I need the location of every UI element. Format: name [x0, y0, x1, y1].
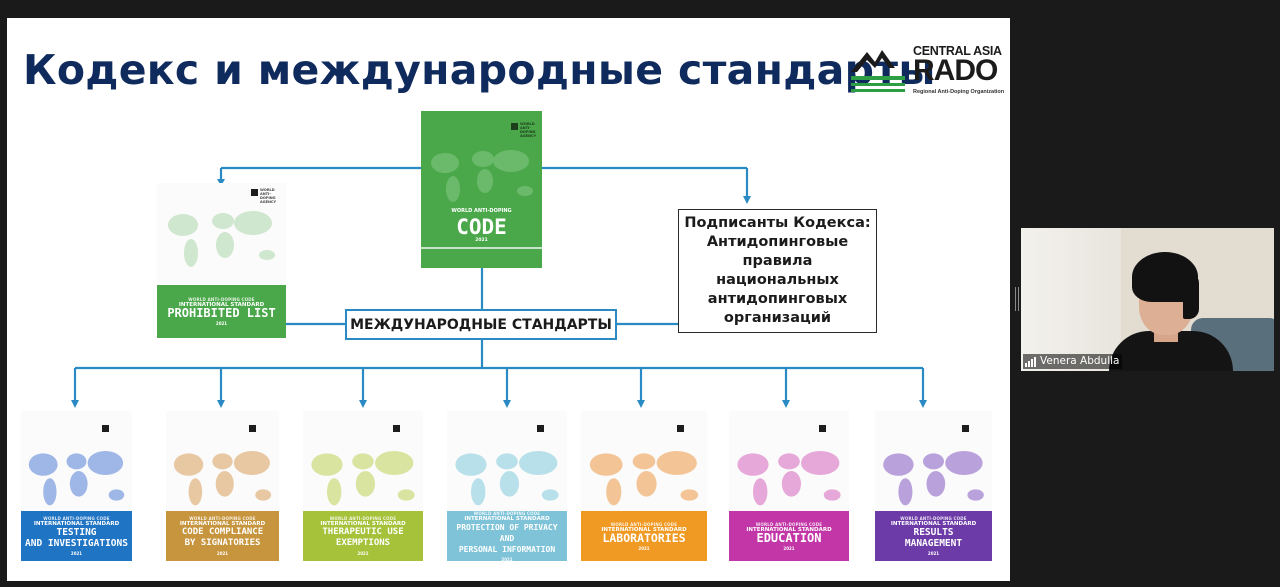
wada-logo-icon — [677, 425, 684, 432]
standard-kind: INTERNATIONAL STANDARD — [601, 526, 687, 533]
standard-kicker: WORLD ANTI-DOPING CODE — [43, 516, 110, 521]
wada-logo-icon — [393, 425, 400, 432]
standard-title-line: THERAPEUTIC USE — [322, 527, 404, 537]
standard-year: 2021 — [638, 545, 650, 551]
prohibited-kicker: WORLD ANTI-DOPING CODE — [188, 297, 255, 302]
international-standards-box: МЕЖДУНАРОДНЫЕ СТАНДАРТЫ — [345, 309, 617, 340]
world-map-icon — [28, 451, 125, 506]
world-map-icon — [311, 451, 415, 506]
standard-kicker: WORLD ANTI-DOPING CODE — [755, 521, 823, 527]
signatories-box: Подписанты Кодекса: Антидопинговые прави… — [678, 209, 877, 333]
standard-title-line: TESTING — [56, 527, 97, 538]
video-background-window — [1021, 228, 1121, 371]
standard-year: 2021 — [783, 545, 795, 551]
participant-name: Venera Abdulla — [1040, 355, 1120, 367]
standard-title-line: RESULTS — [913, 527, 954, 538]
world-map-icon — [173, 451, 272, 506]
logo-top-text: CENTRAL ASIA — [913, 44, 1002, 58]
world-map-icon — [589, 451, 699, 506]
world-map-icon — [737, 451, 841, 506]
standard-title-line: PROTECTION OF PRIVACY AND — [456, 522, 558, 543]
code-title: CODE — [456, 215, 507, 239]
prohibited-year: 2021 — [215, 321, 228, 326]
participant-video-tile[interactable]: Venera Abdulla — [1021, 228, 1274, 371]
logo-main-text: RADO — [913, 54, 998, 87]
central-asia-rado-logo: CENTRAL ASIA RADO Regional Anti-Doping O… — [849, 44, 1004, 114]
standard-title-line: LABORATORIES — [602, 530, 686, 545]
standard-kicker: WORLD ANTI-DOPING CODE — [900, 516, 967, 521]
standard-title-line: AND INVESTIGATIONS — [25, 538, 128, 549]
participant-hair-side — [1183, 273, 1199, 319]
standard-kind: INTERNATIONAL STANDARD — [33, 521, 120, 527]
standard-title-line: CODE COMPLIANCE — [181, 527, 264, 537]
standard-kind: INTERNATIONAL STANDARD — [464, 515, 550, 522]
prohibited-list-band: WORLD ANTI-DOPING CODE INTERNATIONAL STA… — [157, 285, 286, 338]
standard-year: 2021 — [357, 551, 369, 556]
org-chart-connectors — [71, 166, 927, 408]
panel-resize-handle[interactable] — [1015, 287, 1019, 311]
wada-logo-icon — [511, 123, 518, 130]
participant-name-tag: Venera Abdulla — [1023, 354, 1123, 369]
standard-title-line: MANAGEMENT — [904, 538, 963, 549]
standard-year: 2021 — [927, 551, 940, 556]
standard-title-line: BY SIGNATORIES — [184, 538, 261, 548]
standard-kind: INTERNATIONAL STANDARD — [746, 526, 832, 533]
wada-logo-icon — [819, 425, 826, 432]
wada-logo-icon — [249, 425, 256, 432]
standard-kicker: WORLD ANTI-DOPING CODE — [473, 510, 541, 516]
prohibited-title: PROHIBITED LIST — [167, 306, 276, 320]
standard-title-line: PERSONAL INFORMATION — [458, 544, 556, 554]
standard-kind: INTERNATIONAL STANDARD — [890, 521, 977, 527]
world-map-icon — [455, 451, 559, 506]
standard-title-line: EDUCATION — [756, 530, 822, 545]
standard-year: 2021 — [70, 551, 83, 556]
wada-org-text: WORLD ANTI-DOPING AGENCY — [260, 188, 277, 204]
prohibited-kind: INTERNATIONAL STANDARD — [178, 302, 265, 308]
mountain-logo-icon — [851, 50, 905, 92]
standard-kind: INTERNATIONAL STANDARD — [179, 521, 266, 527]
standard-kicker: WORLD ANTI-DOPING CODE — [610, 521, 678, 527]
standard-year: 2021 — [501, 556, 513, 562]
code-divider — [421, 247, 542, 249]
slide-title: Кодекс и международные стандарты — [23, 46, 936, 94]
signal-strength-icon — [1025, 356, 1036, 367]
logo-sub-text: Regional Anti-Doping Organization — [913, 89, 1005, 95]
wada-logo-icon — [251, 189, 258, 196]
wada-logo-icon — [962, 425, 969, 432]
wada-org-text: WORLD ANTI-DOPING AGENCY — [520, 122, 537, 138]
prohibited-list-cover: WORLD ANTI-DOPING AGENCY WORLD ANTI-DOPI… — [157, 183, 286, 338]
wada-logo-icon — [537, 425, 544, 432]
world-map-icon — [431, 150, 533, 202]
standard-kind: INTERNATIONAL STANDARD — [320, 521, 406, 527]
world-map-icon — [168, 211, 275, 267]
code-kicker: WORLD ANTI-DOPING — [451, 208, 512, 214]
wada-logo-icon — [102, 425, 109, 432]
world-map-icon — [883, 451, 984, 506]
standard-title-line: EXEMPTIONS — [335, 538, 391, 548]
presentation-slide: Кодекс и международные стандарты CENTRAL… — [7, 18, 1010, 581]
standard-kicker: WORLD ANTI-DOPING CODE — [189, 516, 256, 521]
wada-code-cover: WORLD ANTI-DOPING AGENCY WORLD ANTI-DOPI… — [421, 111, 542, 268]
standard-year: 2021 — [216, 551, 229, 556]
code-year: 2021 — [475, 238, 488, 243]
standard-kicker: WORLD ANTI-DOPING CODE — [329, 516, 397, 521]
